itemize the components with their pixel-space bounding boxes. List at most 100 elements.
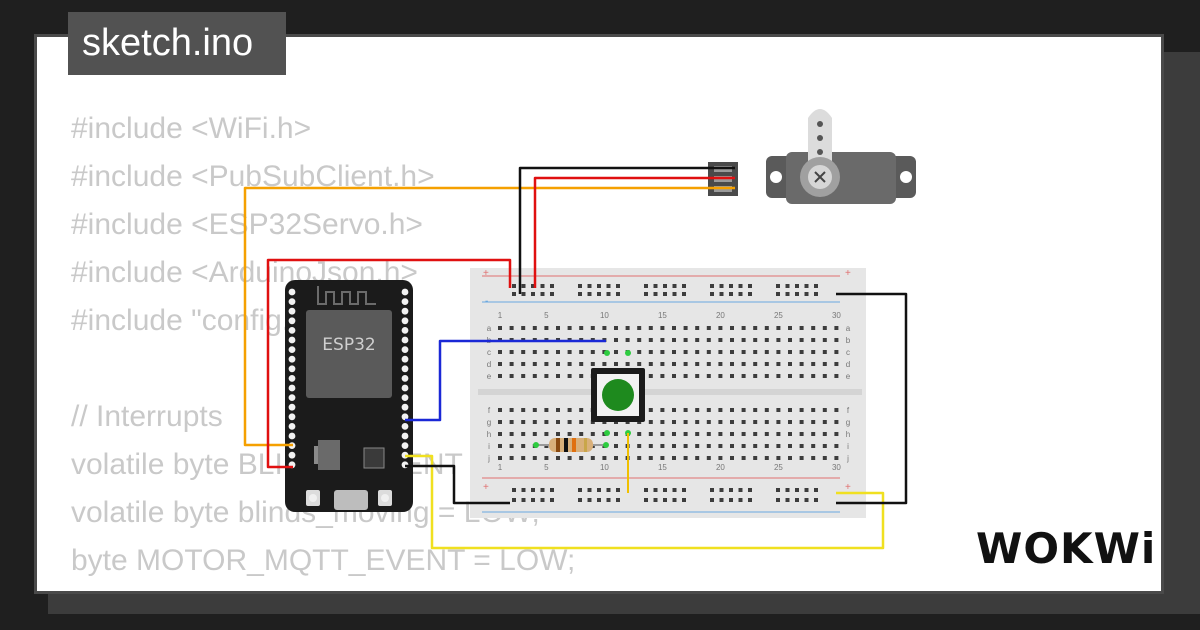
rail-hole: [531, 284, 535, 288]
column-number: 1: [498, 463, 503, 472]
breadboard-hole: [579, 432, 584, 436]
breadboard-hole: [764, 432, 769, 436]
header-pin: [288, 317, 296, 325]
rail-hole: [785, 498, 790, 502]
breadboard-hole: [741, 432, 746, 436]
breadboard-hole: [567, 362, 572, 366]
breadboard-hole: [602, 362, 607, 366]
breadboard-hole: [753, 362, 758, 366]
servo-horn-hole: [817, 121, 823, 127]
breadboard-hole: [730, 326, 734, 330]
breadboard-hole: [834, 408, 839, 412]
breadboard-hole: [822, 326, 827, 330]
breadboard-hole: [579, 420, 584, 424]
breadboard-hole: [532, 326, 537, 330]
breadboard-hole: [648, 432, 653, 436]
usb-connector: [334, 490, 368, 510]
header-pin: [288, 307, 296, 315]
breadboard-hole: [498, 350, 502, 354]
breadboard-hole: [567, 374, 572, 378]
breadboard-hole: [660, 374, 665, 378]
breadboard-hole: [811, 326, 816, 330]
breadboard-hole: [672, 420, 676, 424]
breadboard-hole: [799, 420, 804, 424]
breadboard-hole: [648, 326, 653, 330]
pin-highlight: [604, 350, 610, 356]
rail-hole: [738, 284, 743, 288]
breadboard-hole: [741, 444, 746, 448]
pin-highlight: [533, 442, 539, 448]
breadboard-hole: [579, 362, 584, 366]
breadboard-hole: [753, 420, 758, 424]
breadboard-hole: [521, 420, 526, 424]
rail-hole: [644, 498, 648, 502]
breadboard-hole: [614, 338, 618, 342]
breadboard-hole: [695, 456, 700, 460]
rail-hole: [729, 284, 733, 288]
breadboard-hole: [683, 326, 688, 330]
breadboard-hole: [660, 444, 665, 448]
header-pin: [401, 327, 409, 334]
breadboard-hole: [764, 362, 769, 366]
breadboard-hole: [822, 408, 827, 412]
breadboard-hole: [683, 420, 688, 424]
breadboard-hole: [532, 420, 537, 424]
rail-hole: [748, 498, 752, 502]
breadboard-hole: [590, 432, 595, 436]
breadboard-hole: [498, 326, 502, 330]
breadboard-hole: [683, 362, 688, 366]
breadboard-hole: [753, 326, 758, 330]
breadboard-hole: [498, 408, 502, 412]
breadboard-hole: [683, 350, 688, 354]
breadboard-hole: [706, 362, 711, 366]
breadboard-hole: [509, 362, 514, 366]
breadboard-hole: [834, 350, 839, 354]
rail-hole: [597, 498, 601, 502]
breadboard-hole: [706, 338, 711, 342]
rail-hole: [531, 498, 535, 502]
breadboard-hole: [776, 362, 781, 366]
breadboard-hole: [706, 432, 711, 436]
rail-hole: [776, 284, 780, 288]
breadboard-hole: [509, 408, 514, 412]
rail-plus-label: +: [483, 482, 489, 493]
header-pin: [401, 298, 409, 305]
breadboard-hole: [498, 444, 502, 448]
breadboard-hole: [498, 420, 502, 424]
breadboard-hole: [741, 456, 746, 460]
rail-hole: [795, 488, 799, 492]
breadboard-hole: [706, 444, 711, 448]
breadboard-hole: [776, 350, 781, 354]
header-pin: [401, 432, 409, 440]
breadboard-hole: [706, 326, 711, 330]
rail-hole: [814, 488, 818, 492]
breadboard-hole: [660, 408, 665, 412]
header-pin: [288, 355, 296, 363]
servo-screw-icon: [814, 171, 826, 183]
breadboard-hole: [521, 444, 526, 448]
breadboard-hole: [788, 420, 792, 424]
esp32-module: [306, 310, 392, 398]
breadboard-hole: [544, 408, 549, 412]
breadboard-hole: [660, 326, 665, 330]
header-pin: [401, 336, 409, 344]
breadboard-hole: [672, 444, 676, 448]
header-pin: [288, 451, 296, 459]
breadboard-hole: [776, 420, 781, 424]
column-number: 20: [716, 311, 725, 320]
breadboard-hole: [556, 456, 560, 460]
rail-hole: [795, 498, 799, 502]
breadboard-hole: [788, 326, 792, 330]
breadboard-hole: [648, 362, 653, 366]
breadboard-hole: [672, 338, 676, 342]
rail-hole: [785, 488, 790, 492]
breadboard-hole: [730, 374, 734, 378]
breadboard-hole: [532, 362, 537, 366]
breadboard-hole: [672, 326, 676, 330]
breadboard-hole: [799, 408, 804, 412]
breadboard-hole: [579, 374, 584, 378]
rail-hole: [719, 284, 724, 288]
breadboard-hole: [822, 362, 827, 366]
